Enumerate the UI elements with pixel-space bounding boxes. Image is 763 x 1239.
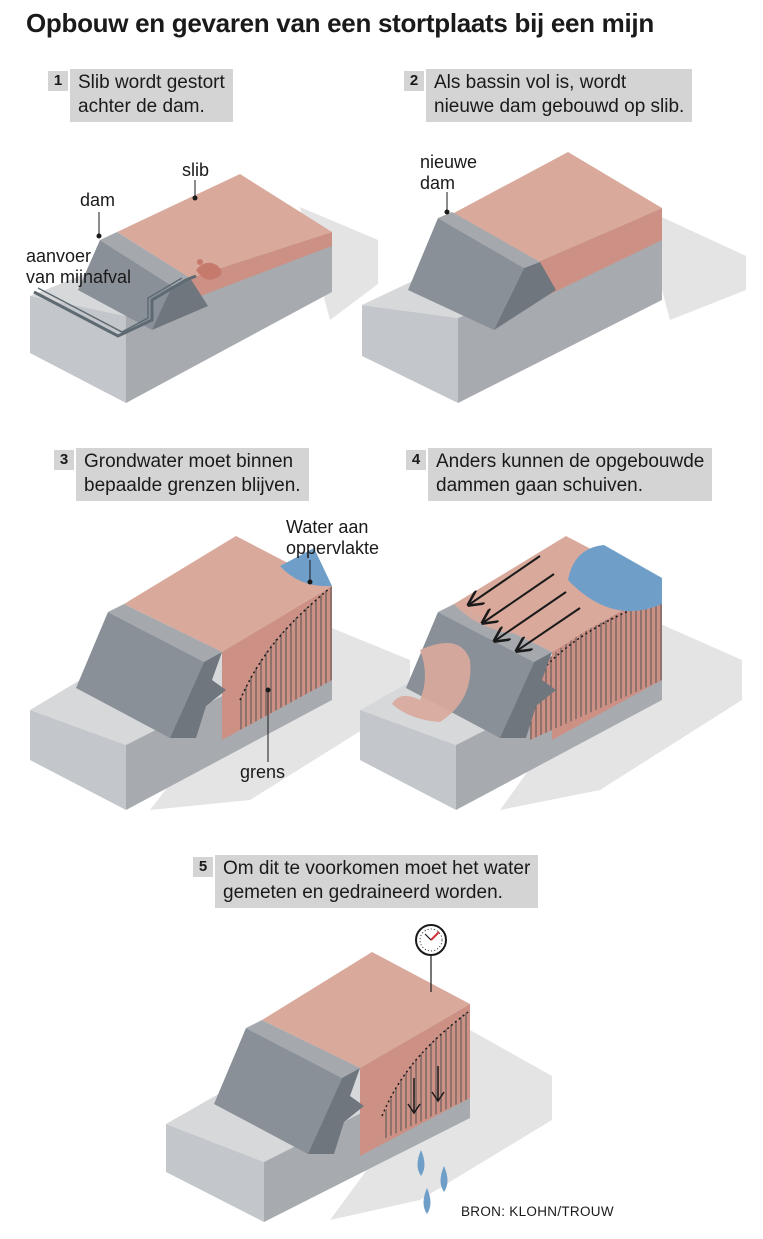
- label-nieuwe-dam: nieuwe dam: [420, 152, 478, 193]
- step-4-caption: Anders kunnen de opgebouwde dammen gaan …: [428, 448, 713, 501]
- step-5-illustration: [166, 924, 552, 1222]
- pipe: [33, 274, 197, 338]
- source-credit: BRON: KLOHN/TROUW: [461, 1204, 614, 1219]
- new-dam-inner: [494, 262, 556, 330]
- label-aanvoer: aanvoer van mijnafval: [26, 246, 132, 287]
- drainage-arrows: [407, 1066, 445, 1115]
- step-3-caption: Grondwater moet binnen bepaalde grenzen …: [76, 448, 309, 501]
- label-grens: grens: [240, 762, 286, 782]
- base-left: [360, 710, 456, 810]
- surface-water: [280, 548, 332, 587]
- gauge-icon: [415, 924, 447, 992]
- groundwater-zone: [382, 1010, 470, 1140]
- slide-arrow-4: [518, 607, 581, 650]
- page-title: Opbouw en gevaren van een stortplaats bi…: [26, 8, 654, 38]
- base-left: [30, 710, 126, 810]
- step-3-number: 3: [54, 450, 74, 470]
- dam-top: [246, 1020, 360, 1078]
- new-dam-top: [438, 212, 540, 268]
- slib-side: [190, 232, 332, 300]
- boundary-line: [381, 1011, 469, 1117]
- dam-inner: [170, 652, 226, 738]
- groundwater-zone: [240, 586, 332, 730]
- step-1-caption: Slib wordt gestort achter de dam.: [70, 69, 233, 122]
- base-left: [362, 305, 458, 403]
- step-1-illustration: [30, 174, 378, 403]
- label-water-oppervlakte: Water aan oppervlakte: [286, 517, 380, 558]
- label-slib: slib: [182, 160, 210, 180]
- slib-top: [262, 952, 470, 1068]
- step-1-number: 1: [48, 71, 68, 91]
- slib-splash: [196, 262, 222, 280]
- label-dam: dam: [80, 190, 116, 210]
- step-3-illustration: [30, 536, 410, 810]
- groundwater-zone: [530, 596, 662, 740]
- step-4-illustration: [360, 536, 742, 810]
- shadow: [640, 207, 746, 320]
- step-5-number: 5: [193, 857, 213, 877]
- step-4-number: 4: [406, 450, 426, 470]
- slib-top: [124, 536, 332, 652]
- dam-inner: [308, 1068, 364, 1154]
- water-drops: [417, 1150, 448, 1214]
- dam-face: [76, 612, 204, 738]
- slib-top: [452, 152, 662, 262]
- slib-top: [117, 174, 332, 278]
- dam-face: [214, 1028, 342, 1154]
- step-2-number: 2: [404, 71, 424, 91]
- dam-inner: [500, 652, 556, 738]
- dam-top: [100, 232, 190, 286]
- surface-water: [568, 545, 662, 612]
- slide-arrow-1: [470, 555, 541, 604]
- slide-arrow-2: [484, 573, 555, 622]
- base-left: [30, 296, 126, 403]
- new-dam-face: [408, 218, 524, 330]
- slide-arrow-3: [496, 591, 567, 640]
- dam-inner: [152, 278, 208, 330]
- step-2-caption: Als bassin vol is, wordt nieuwe dam gebo…: [426, 69, 693, 122]
- base-right: [126, 236, 332, 403]
- dam-top: [108, 604, 222, 662]
- step-2-illustration: [362, 152, 746, 403]
- base-right: [458, 236, 662, 403]
- step-5-caption: Om dit te voorkomen moet het water gemet…: [215, 855, 539, 908]
- slumped-slib: [392, 642, 471, 722]
- base-left: [166, 1124, 264, 1222]
- slib-side: [538, 208, 662, 300]
